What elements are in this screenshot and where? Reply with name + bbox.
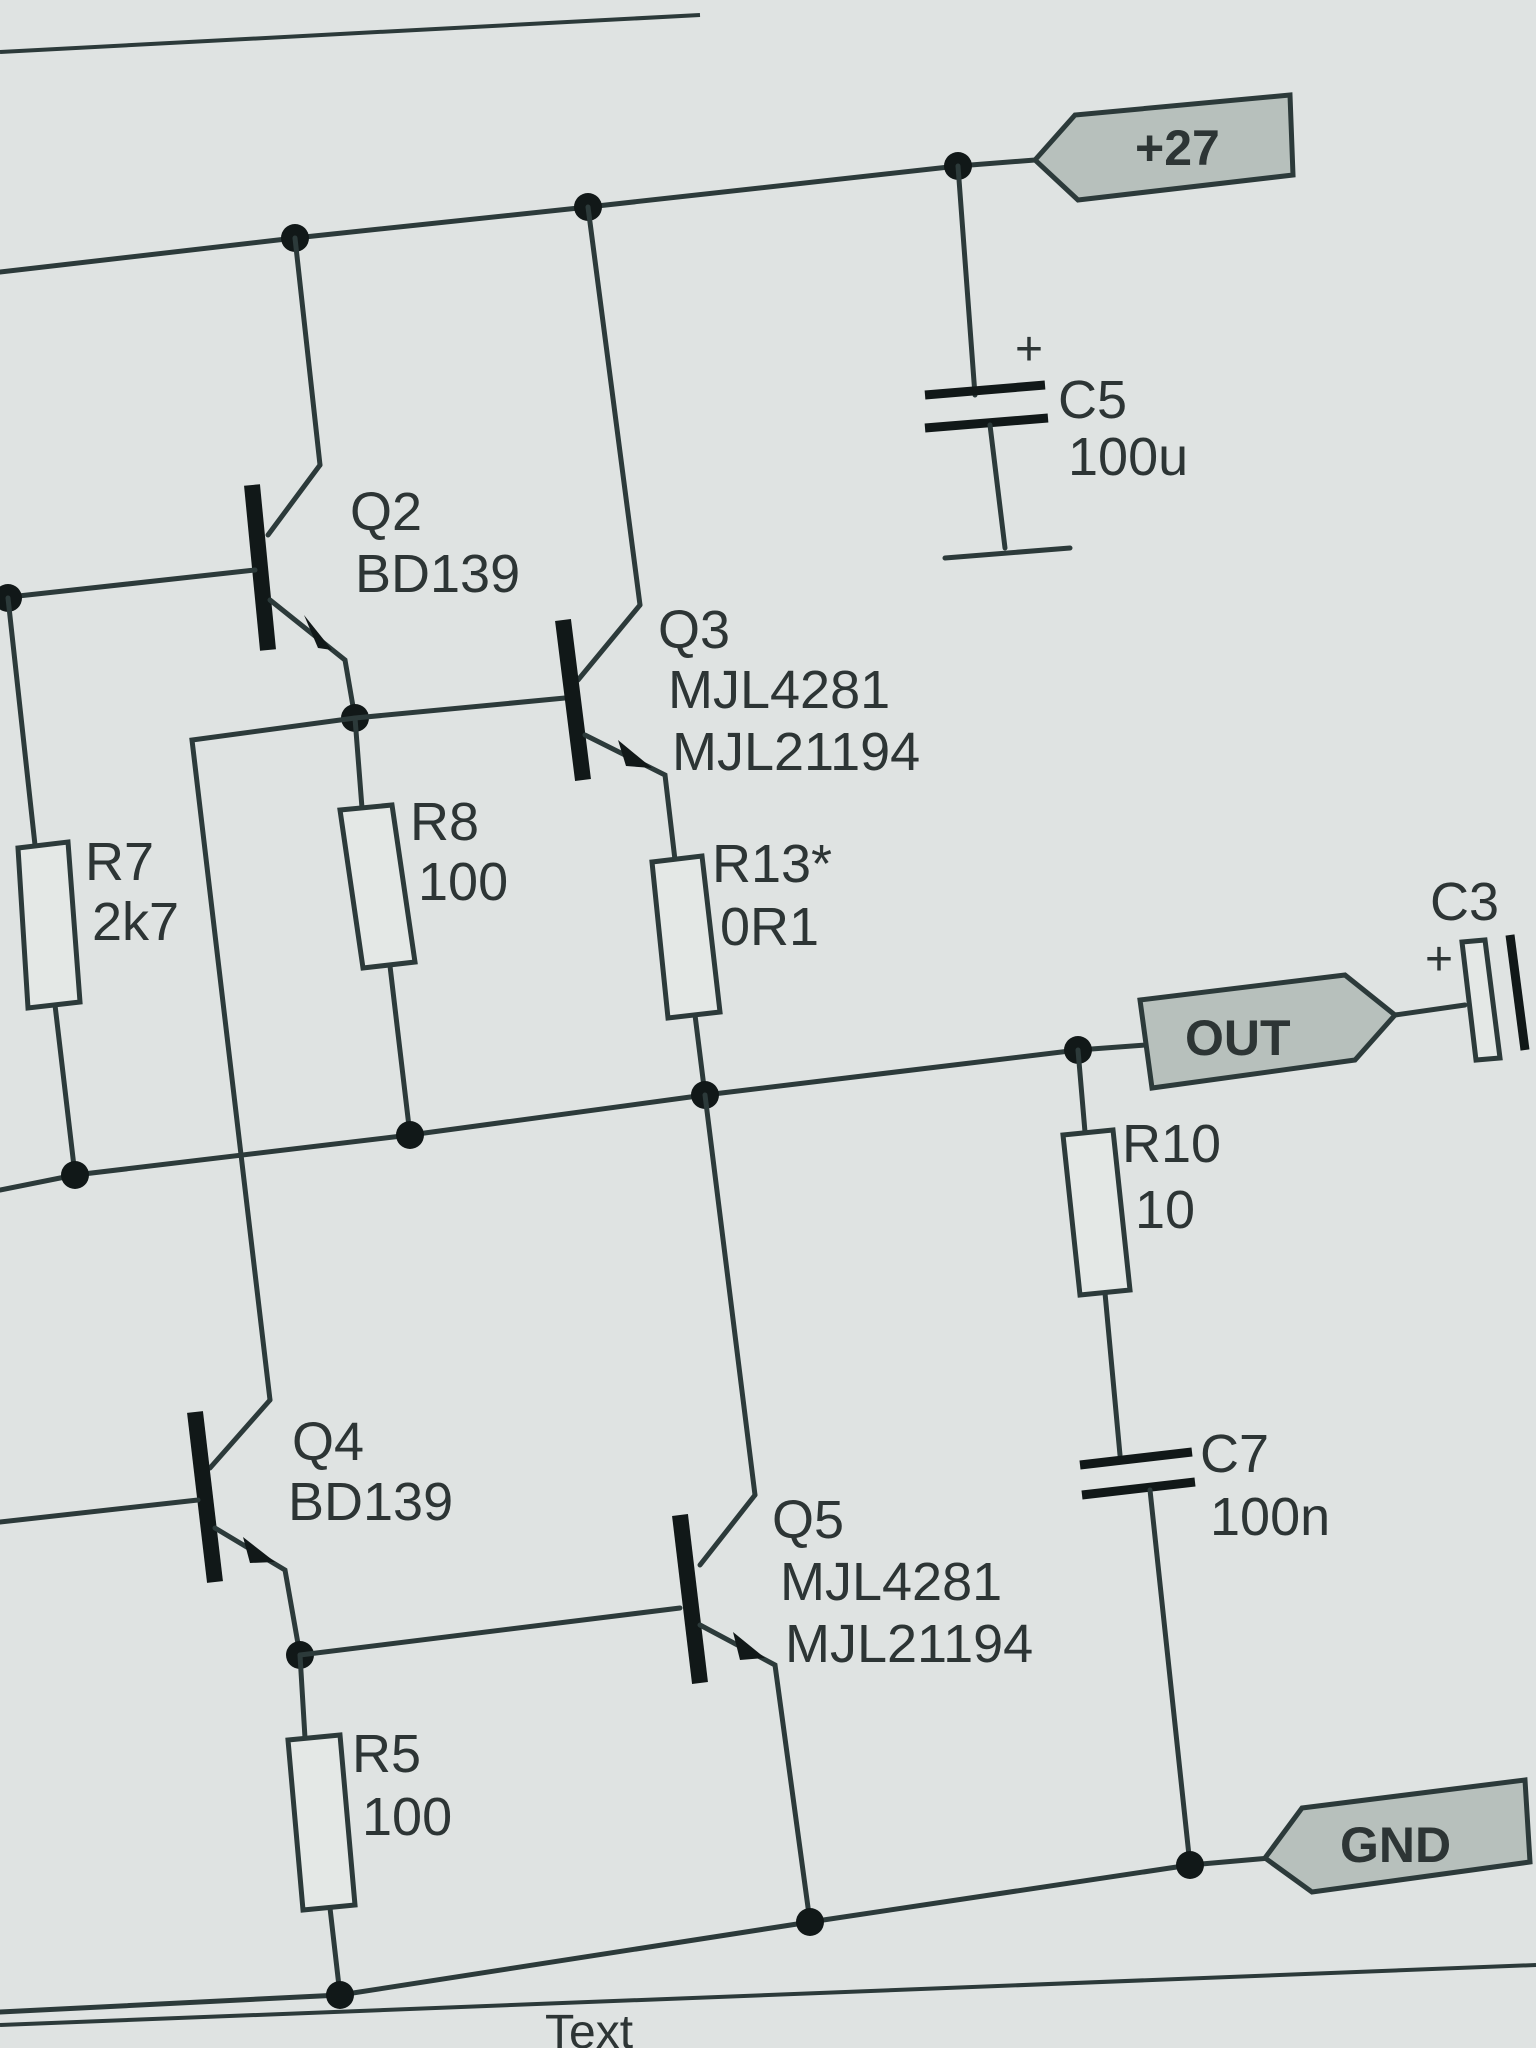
r5-body [285,1732,358,1913]
q4-ref: Q4 [292,1412,364,1472]
supply-tag-shape [1031,92,1296,203]
c5-top-wire [955,163,978,398]
q5-ref: Q5 [772,1490,844,1550]
q2-collector-lead [265,462,323,538]
q3-base-bar [555,619,591,781]
q5-collector-lead [697,1492,758,1568]
gnd-rail-wire [0,1855,1273,2015]
c7-value: 100n [1210,1487,1330,1547]
footer-text: Text [545,2006,633,2048]
q3-collector-wire [585,204,643,608]
r7-ref: R7 [85,832,154,892]
q3-emitter-arrow [618,740,652,768]
c5-plate-top [924,380,1046,400]
c3-plate-solid [1505,934,1530,1051]
q5-base-wire [297,1605,683,1658]
r7-top-wire [5,595,38,848]
c7-plate-bottom [1081,1477,1196,1500]
c5-ground-bar [942,545,1073,561]
q3-part1: MJL4281 [668,660,890,720]
output-rail-wire [0,1042,1148,1193]
c3-ref: C3 [1430,872,1499,932]
q3-part2: MJL21194 [672,722,920,782]
frame-bottom-line [0,1963,1536,2027]
q4-emitter-lead [212,1525,303,1658]
q5-collector-wire [702,1092,758,1498]
r8-body [337,802,418,971]
c3-polarity: + [1425,933,1453,986]
r8-top-wire [352,715,365,811]
net-label-gnd[interactable]: GND [1261,1777,1533,1895]
r10-body [1060,1127,1133,1298]
c5-bottom-wire [987,422,1008,551]
supply-rail-wire [0,157,1038,275]
r5-bottom-wire [327,1905,343,1998]
r10-top-wire [1075,1047,1088,1135]
r10-ref: R10 [1122,1114,1221,1174]
r8-ref: R8 [410,792,479,852]
net-label-supply[interactable]: +27 [1031,92,1296,203]
q5-base-bar [672,1514,708,1684]
junction-q5-gnd [796,1908,824,1936]
q2-base-wire [0,567,258,601]
junction-r7-out [61,1161,89,1189]
r7-body [15,839,83,1011]
r5-top-wire [297,1652,308,1741]
c3-lead-wire [1392,1002,1468,1018]
c7-bottom-wire [1147,1487,1193,1868]
q4-base-wire [0,1497,201,1525]
out-tag-text: OUT [1185,1010,1291,1066]
q3-ref: Q3 [658,600,730,660]
q3-collector-lead [575,602,643,683]
q4-emitter-arrow [243,1537,275,1563]
out-tag-shape [1137,972,1399,1091]
r8-value: 100 [418,852,508,912]
q5-part1: MJL4281 [780,1552,1002,1612]
c5-ref: C5 [1058,370,1127,430]
q2-emitter-lead [267,597,358,721]
r5-value: 100 [362,1787,452,1847]
r13-value: 0R1 [720,897,819,957]
r8-bottom-wire [387,963,413,1138]
r13-body [649,853,723,1021]
c3-plate-hollow [1459,937,1503,1063]
c7-plate-top [1079,1447,1193,1470]
q2-part: BD139 [355,544,520,604]
c5-polarity: + [1015,323,1043,376]
r13-ref: R13* [712,834,832,894]
bias-left-wire [189,715,358,1403]
c7-ref: C7 [1200,1424,1269,1484]
gnd-tag-shape [1261,1777,1533,1895]
net-label-out[interactable]: OUT [1137,972,1399,1091]
q4-part: BD139 [288,1472,453,1532]
q2-collector-wire [292,235,323,468]
r10-bottom-wire [1102,1290,1123,1458]
c5-plate-bottom [924,413,1049,433]
r5-ref: R5 [352,1724,421,1784]
q2-base-bar [244,484,276,651]
junction-c7-gnd [1176,1851,1204,1879]
q2-ref: Q2 [350,482,422,542]
junction-left-input [0,584,22,612]
supply-tag-text: +27 [1135,120,1220,176]
q4-base-bar [187,1411,223,1583]
r10-value: 10 [1135,1180,1195,1240]
q3-base-wire [352,695,568,721]
q5-emitter-arrow [733,1632,765,1660]
q2-emitter-arrow [304,615,332,650]
q3-emitter-lead [582,732,678,863]
r7-value: 2k7 [92,892,179,952]
junction-r5-gnd [326,1981,354,2009]
q4-collector-lead [207,1397,273,1471]
r7-bottom-wire [52,1002,78,1178]
gnd-tag-text: GND [1340,1817,1451,1873]
frame-top-line [0,13,701,54]
junction-r8-out [396,1121,424,1149]
c5-value: 100u [1068,427,1188,487]
q5-emitter-lead [697,1622,813,1925]
q5-part2: MJL21194 [785,1614,1033,1674]
